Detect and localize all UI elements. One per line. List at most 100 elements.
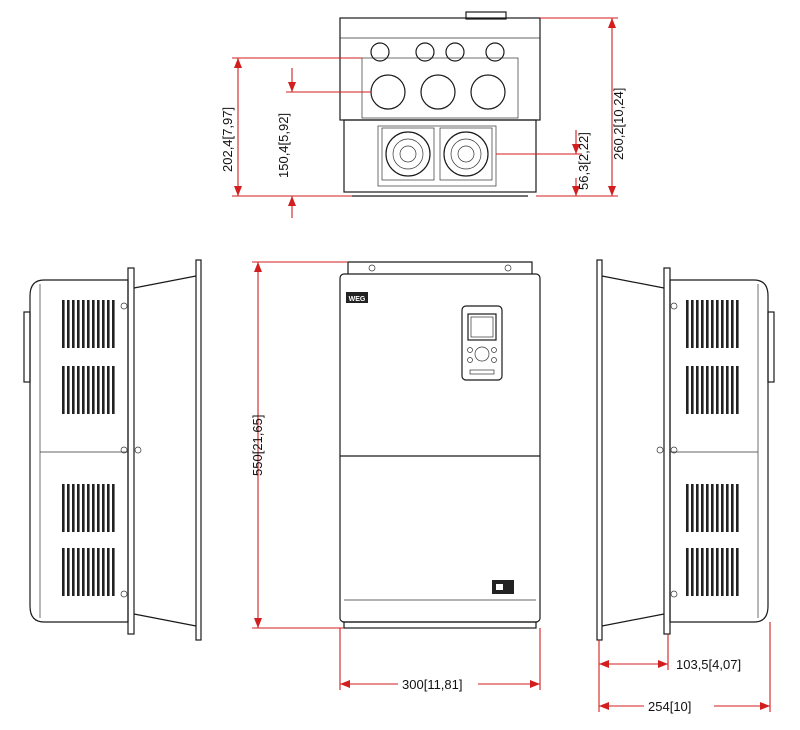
vent-slat	[736, 366, 739, 414]
top-view-dimensions	[232, 17, 618, 218]
vent-slat	[731, 366, 734, 414]
vent-slat	[67, 300, 70, 348]
vent-slat	[112, 300, 115, 348]
dim-fan-height-label: 56,3[2,22]	[576, 132, 591, 190]
vent-slat	[92, 300, 95, 348]
vent-slat	[102, 484, 105, 532]
vent-slat	[97, 484, 100, 532]
dim-partial-depth-label: 103,5[4,07]	[676, 657, 741, 672]
dim-front-width-label: 300[11,81]	[402, 677, 463, 692]
vent-slat	[701, 484, 704, 532]
vent-slat	[701, 548, 704, 596]
vent-slat	[711, 300, 714, 348]
left-side-view	[23, 259, 202, 641]
vent-slat	[67, 548, 70, 596]
vent-slat	[701, 366, 704, 414]
vent-slat	[706, 300, 709, 348]
vent-slat	[92, 484, 95, 532]
dim-upper-height-label: 202,4[7,97]	[220, 107, 235, 172]
vent-slat	[67, 484, 70, 532]
vent-slat	[696, 300, 699, 348]
vent-slat	[82, 300, 85, 348]
vent-slat	[82, 366, 85, 414]
vent-slat	[736, 484, 739, 532]
side-view-dimensions	[598, 622, 771, 712]
vent-slat	[92, 548, 95, 596]
vent-slat	[107, 366, 110, 414]
fan-right	[439, 127, 493, 181]
vent-slat	[72, 300, 75, 348]
vent-slat	[77, 548, 80, 596]
vent-slat	[706, 366, 709, 414]
vent-slat	[721, 300, 724, 348]
vent-slat	[691, 366, 694, 414]
vent-slat	[87, 484, 90, 532]
vent-slat	[691, 300, 694, 348]
vent-slat	[686, 548, 689, 596]
vent-slat	[102, 366, 105, 414]
vent-slat	[711, 548, 714, 596]
vent-slat	[82, 484, 85, 532]
top-view	[339, 11, 541, 197]
dim-total-height-label: 260,2[10,24]	[611, 88, 626, 160]
vent-slat	[87, 548, 90, 596]
vent-slat	[696, 366, 699, 414]
vent-slat	[77, 300, 80, 348]
vent-slat	[721, 366, 724, 414]
vent-slat	[711, 366, 714, 414]
dimension-labels: 260,2[10,24] 56,3[2,22] 202,4[7,97] 150,…	[220, 88, 741, 714]
vent-slat	[686, 366, 689, 414]
vent-slat	[716, 548, 719, 596]
front-view: WEG	[339, 261, 541, 629]
fan-left	[381, 127, 435, 181]
right-side-view	[596, 259, 775, 641]
vent-slat	[77, 484, 80, 532]
vent-slat	[726, 548, 729, 596]
vent-slat	[87, 366, 90, 414]
cable-gland-large-row	[370, 74, 506, 110]
vent-slat	[87, 300, 90, 348]
front-view-dimensions	[252, 261, 541, 690]
cable-gland-small-row	[370, 42, 505, 62]
vent-slat	[97, 548, 100, 596]
vent-slat	[691, 548, 694, 596]
vent-slat	[72, 484, 75, 532]
vent-slat	[112, 366, 115, 414]
vent-grilles-right	[686, 300, 739, 596]
vent-slat	[716, 366, 719, 414]
vent-slat	[721, 548, 724, 596]
vent-slat	[62, 300, 65, 348]
vent-slat	[112, 484, 115, 532]
vent-slat	[107, 300, 110, 348]
hmi-keypad	[461, 305, 503, 381]
vent-slat	[716, 484, 719, 532]
vent-slat	[731, 300, 734, 348]
vent-slat	[701, 300, 704, 348]
vent-slat	[726, 484, 729, 532]
vent-slat	[72, 548, 75, 596]
vent-slat	[706, 548, 709, 596]
logo-badge	[346, 292, 368, 303]
vent-slat	[686, 484, 689, 532]
vent-slat	[92, 366, 95, 414]
vent-slat	[77, 366, 80, 414]
vent-grilles-left	[62, 300, 115, 596]
dim-front-height-label: 550[21,65]	[250, 415, 265, 476]
vent-slat	[97, 300, 100, 348]
dim-total-depth-label: 254[10]	[648, 699, 691, 714]
vent-slat	[62, 548, 65, 596]
vent-slat	[107, 484, 110, 532]
vent-slat	[112, 548, 115, 596]
vent-slat	[706, 484, 709, 532]
vent-slat	[696, 484, 699, 532]
vent-slat	[97, 366, 100, 414]
vent-slat	[82, 548, 85, 596]
vent-slat	[726, 300, 729, 348]
vent-slat	[102, 300, 105, 348]
vent-slat	[67, 366, 70, 414]
vent-slat	[711, 484, 714, 532]
vent-slat	[107, 548, 110, 596]
vent-slat	[731, 484, 734, 532]
vent-slat	[62, 366, 65, 414]
